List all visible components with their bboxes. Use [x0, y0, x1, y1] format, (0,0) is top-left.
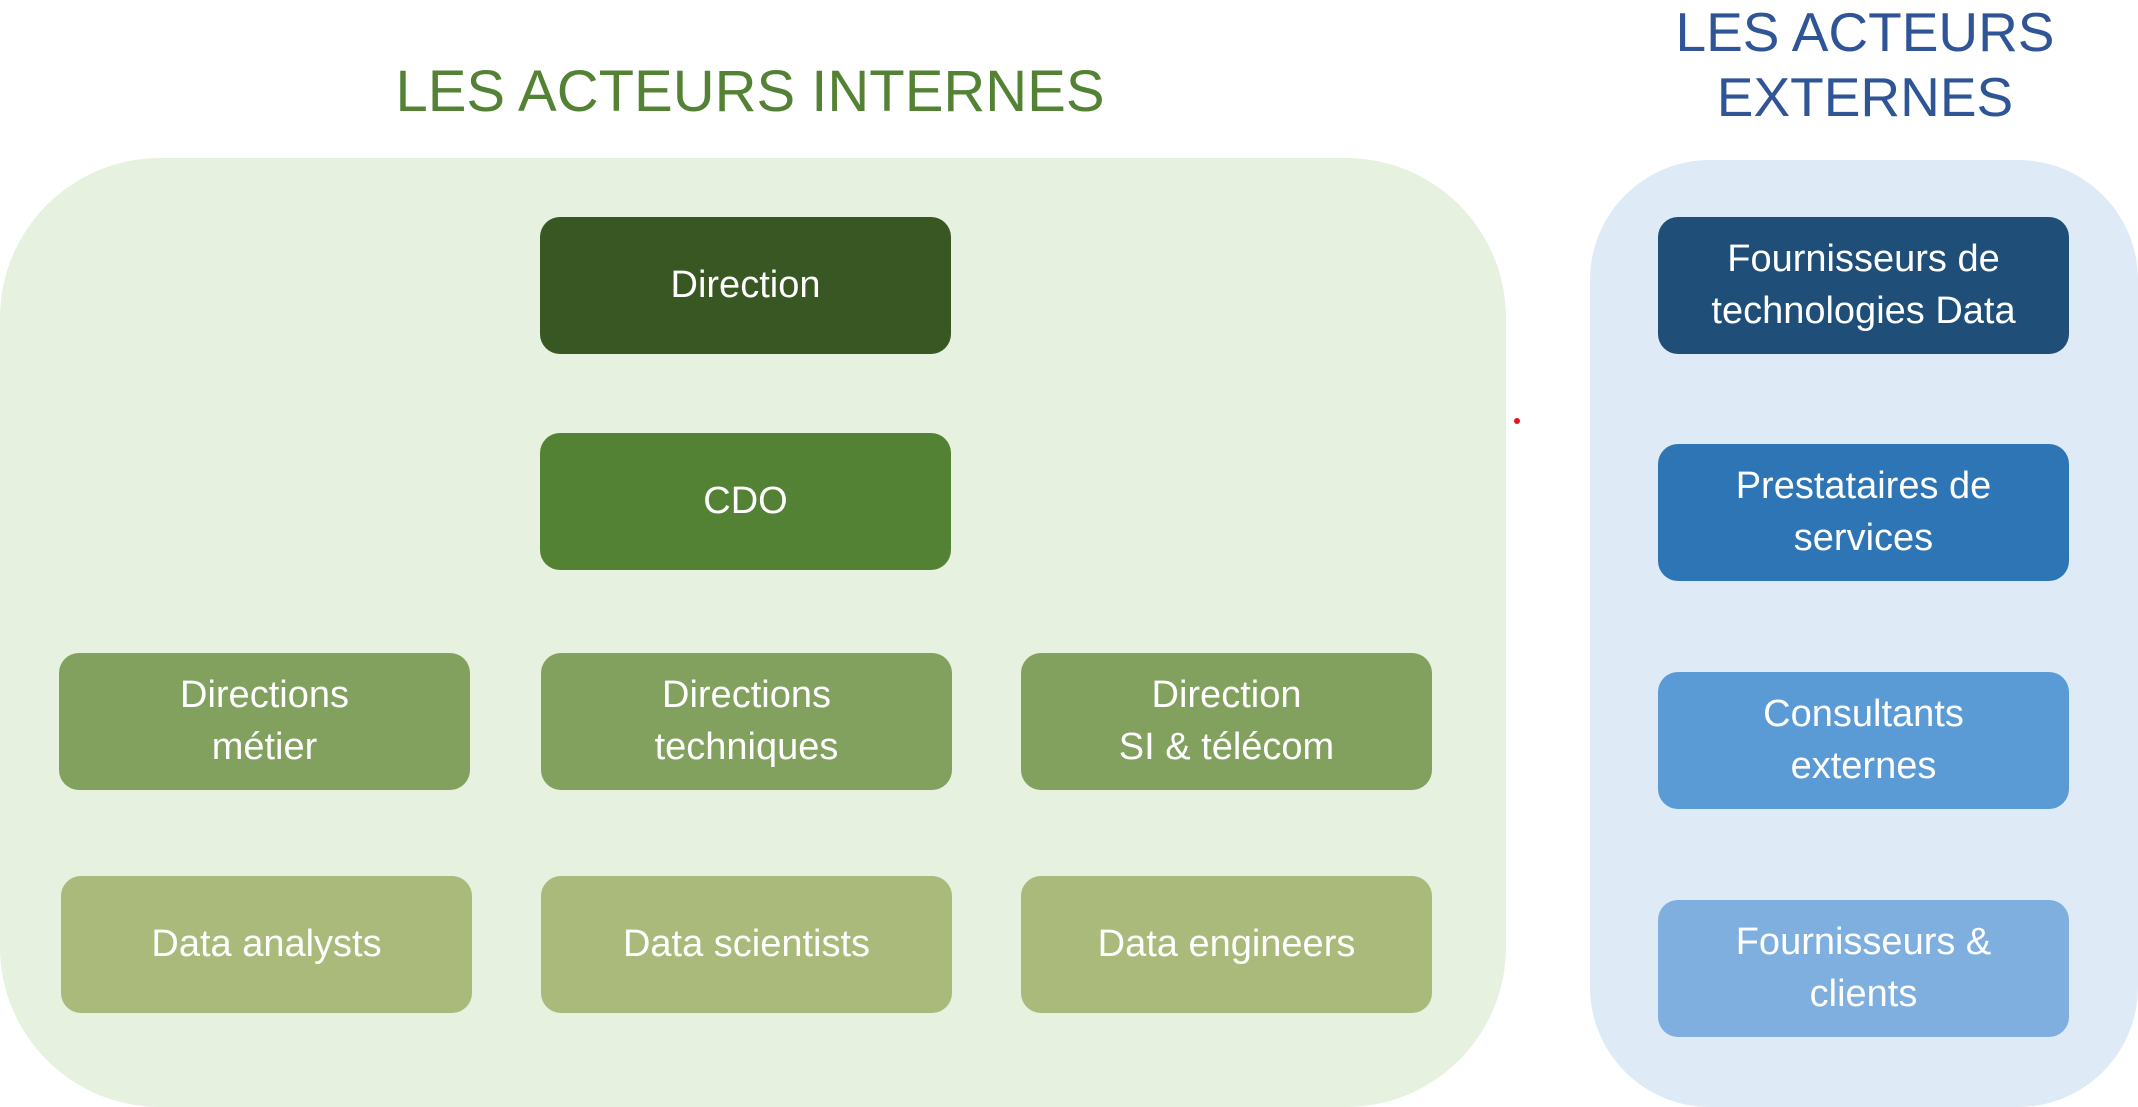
box-direction-si-telecom: Direction SI & télécom: [1021, 653, 1432, 790]
box-direction: Direction: [540, 217, 951, 354]
internal-actors-title: LES ACTEURS INTERNES: [395, 59, 1105, 124]
box-fournisseurs-technologies-data: Fournisseurs de technologies Data: [1658, 217, 2069, 354]
box-data-engineers: Data engineers: [1021, 876, 1432, 1013]
box-directions-techniques: Directions techniques: [541, 653, 952, 790]
box-data-analysts: Data analysts: [61, 876, 472, 1013]
box-prestataires-services: Prestataires de services: [1658, 444, 2069, 581]
external-actors-title: LES ACTEURS EXTERNES: [1675, 1, 2055, 128]
box-data-scientists: Data scientists: [541, 876, 952, 1013]
box-fournisseurs-clients: Fournisseurs & clients: [1658, 900, 2069, 1037]
box-consultants-externes: Consultants externes: [1658, 672, 2069, 809]
red-dot-marker: [1514, 418, 1520, 424]
box-directions-metier: Directions métier: [59, 653, 470, 790]
box-cdo: CDO: [540, 433, 951, 570]
